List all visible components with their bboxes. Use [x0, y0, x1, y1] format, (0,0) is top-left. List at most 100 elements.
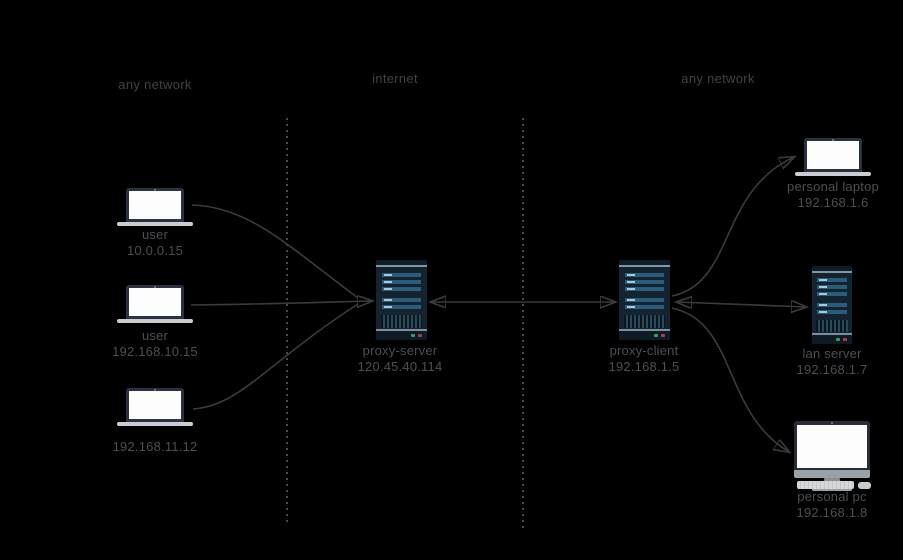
node-name: personal pc [797, 489, 867, 504]
wire-user1-to-proxy-server [191, 204, 359, 299]
server-icon [376, 260, 427, 340]
monitor-screen [797, 425, 867, 468]
laptop-screen [129, 288, 181, 316]
server-icon [619, 260, 670, 340]
node-ip: 192.168.1.5 [608, 359, 680, 374]
drive-bar [625, 305, 664, 309]
server-divider [812, 333, 852, 335]
server-vents [381, 315, 422, 328]
drive-bar [625, 298, 664, 302]
server-status-panel [812, 335, 852, 344]
node-name: user [141, 328, 169, 343]
node-name: proxy-client [609, 343, 679, 358]
laptop-base [117, 422, 193, 426]
camera-dot-icon [154, 389, 156, 391]
node-label-user2: user 192.168.10.15 [65, 328, 245, 360]
green-led-icon [654, 334, 658, 337]
laptop-base [795, 172, 871, 176]
node-name: user [141, 227, 169, 242]
node-label-personal-pc: personal pc 192.168.1.8 [742, 489, 903, 521]
server-divider [812, 271, 852, 273]
wire-proxy-client-to-personal-pc [671, 307, 789, 452]
server-vents [816, 320, 848, 332]
keyboard-icon [797, 481, 854, 489]
camera-dot-icon [154, 286, 156, 288]
camera-dot-icon [154, 189, 156, 191]
drive-bar [625, 273, 664, 277]
node-ip: 120.45.40.114 [357, 359, 443, 374]
laptop-screen [129, 191, 181, 219]
section-header-right: any network [681, 71, 755, 86]
server-top-panel [619, 260, 670, 265]
node-label-user3: 192.168.11.12 [65, 439, 245, 455]
red-led-icon [843, 338, 847, 341]
laptop-screen-frame [804, 138, 862, 172]
laptop-screen-frame [126, 388, 184, 422]
camera-dot-icon [832, 139, 834, 141]
green-led-icon [836, 338, 840, 341]
wire-proxy-client-to-personal-laptop [671, 157, 794, 297]
monitor-frame [794, 421, 870, 470]
node-name: proxy-server [362, 343, 438, 358]
monitor-bezel [794, 470, 870, 478]
server-drive-bars [376, 267, 427, 314]
drive-bar [817, 292, 847, 296]
node-ip: 10.0.0.15 [126, 243, 183, 258]
drive-bar [817, 278, 847, 282]
server-top-panel [812, 266, 852, 271]
server-top-panel [376, 260, 427, 265]
laptop-screen-frame [126, 188, 184, 222]
peripherals [797, 481, 871, 489]
drive-bar [382, 273, 421, 277]
laptop-icon [117, 388, 193, 426]
node-ip: 192.168.1.7 [796, 362, 868, 377]
section-header-left: any network [118, 77, 192, 92]
section-header-internet: internet [372, 71, 418, 86]
server-divider [619, 265, 670, 267]
mouse-icon [858, 482, 871, 489]
laptop-icon [795, 138, 871, 176]
drive-bar [817, 310, 847, 314]
drive-bar [382, 280, 421, 284]
drive-bar [817, 285, 847, 289]
drive-bar [382, 305, 421, 309]
node-ip: 192.168.11.12 [112, 439, 198, 454]
node-label-personal-laptop: personal laptop 192.168.1.6 [743, 179, 903, 211]
server-icon [812, 266, 852, 344]
desktop-icon [793, 421, 871, 491]
monitor-stand-base [812, 488, 852, 491]
node-ip: 192.168.1.6 [797, 195, 869, 210]
server-divider [376, 265, 427, 267]
drive-bar [625, 287, 664, 291]
node-label-proxy-server: proxy-server 120.45.40.114 [310, 343, 490, 375]
laptop-screen [129, 391, 181, 419]
server-divider [619, 329, 670, 331]
node-label-user1: user 10.0.0.15 [65, 227, 245, 259]
node-name: lan server [802, 346, 862, 361]
wire-proxy-client-to-lan-server [677, 302, 806, 307]
camera-dot-icon [831, 422, 833, 424]
node-label-proxy-client: proxy-client 192.168.1.5 [554, 343, 734, 375]
server-drive-bars [812, 273, 852, 319]
drive-bar [625, 280, 664, 284]
wire-user2-to-proxy-server [190, 301, 372, 305]
server-drive-bars [619, 267, 670, 314]
node-label-lan-server: lan server 192.168.1.7 [742, 346, 903, 378]
laptop-screen-frame [126, 285, 184, 319]
drive-bar [382, 298, 421, 302]
laptop-screen [807, 141, 859, 169]
red-led-icon [661, 334, 665, 337]
red-led-icon [418, 334, 422, 337]
node-name: personal laptop [787, 179, 879, 194]
laptop-icon [117, 285, 193, 323]
laptop-base [117, 319, 193, 323]
server-vents [624, 315, 665, 328]
server-status-panel [619, 331, 670, 340]
drive-bar [817, 303, 847, 307]
green-led-icon [411, 334, 415, 337]
laptop-icon [117, 188, 193, 226]
wire-user3-to-proxy-server [192, 303, 359, 410]
node-ip: 192.168.10.15 [112, 344, 198, 359]
